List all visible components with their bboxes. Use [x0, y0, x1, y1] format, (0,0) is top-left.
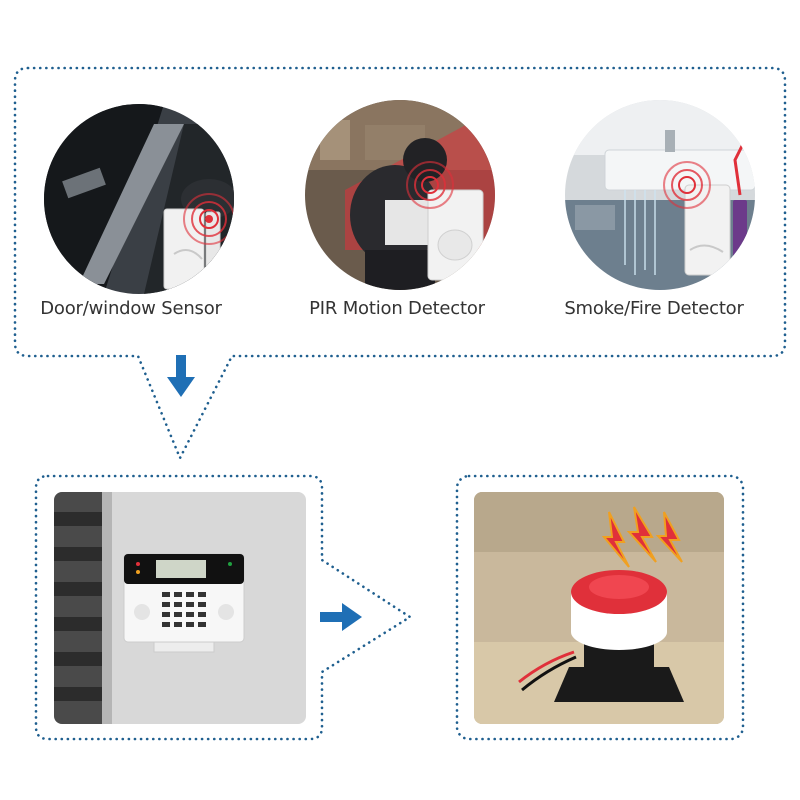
- sensor-label-door-window: Door/window Sensor: [40, 298, 222, 319]
- siren-image: [474, 492, 724, 724]
- sensor-label-pir: PIR Motion Detector: [309, 298, 485, 319]
- sensor-label-smoke-fire: Smoke/Fire Detector: [564, 298, 744, 319]
- right-arrow-icon: [320, 603, 362, 631]
- alarm-control-panel-image: [54, 492, 306, 724]
- down-arrow-icon: [167, 355, 195, 397]
- door-window-sensor-image: [44, 104, 234, 294]
- smoke-fire-detector-image: [565, 100, 755, 290]
- pir-motion-detector-image: [305, 100, 495, 290]
